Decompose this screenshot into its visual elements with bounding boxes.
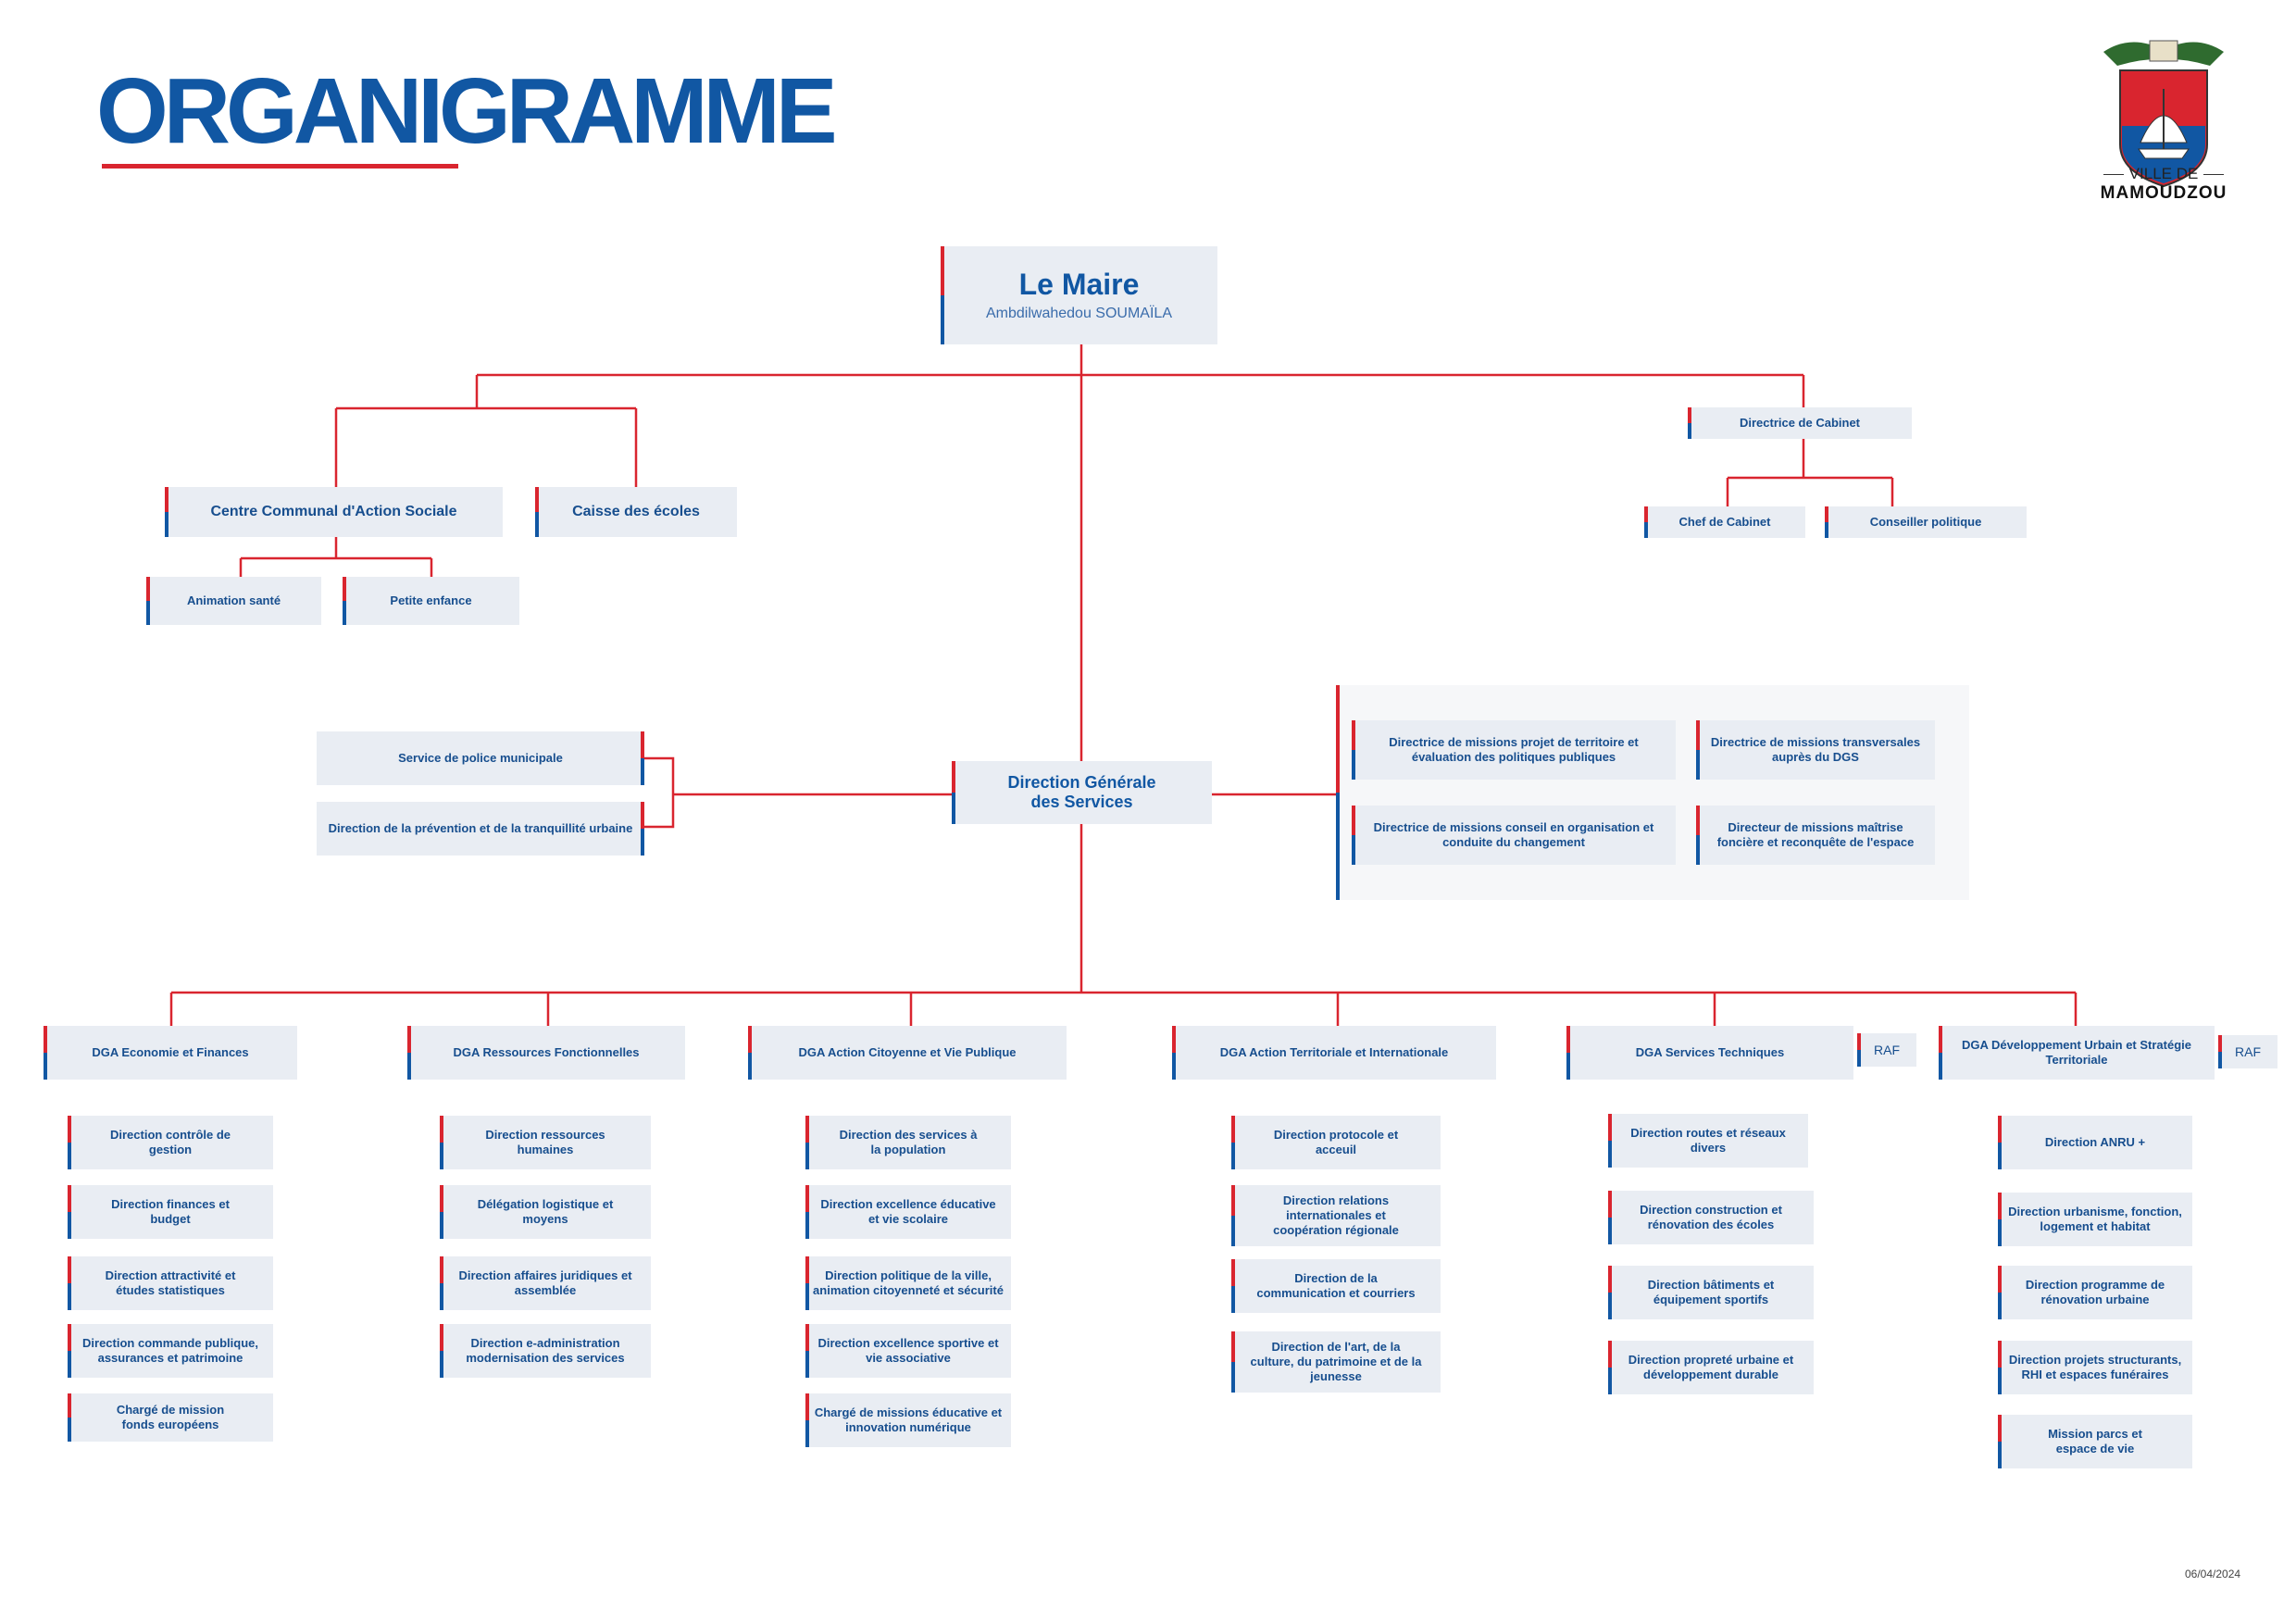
directrice-cabinet-box: Directrice de Cabinet: [1688, 407, 1912, 439]
direction-box: Direction de l'art, de la culture, du pa…: [1231, 1331, 1441, 1393]
direction-box: Direction e-administration modernisation…: [440, 1324, 651, 1378]
police-municipale-box: Service de police municipale: [317, 731, 644, 785]
direction-box: Direction routes et réseaux divers: [1608, 1114, 1808, 1168]
direction-box: Direction contrôle de gestion: [68, 1116, 273, 1169]
direction-box: Direction ANRU +: [1998, 1116, 2192, 1169]
prevention-tranquillite-box: Direction de la prévention et de la tran…: [317, 802, 644, 856]
animation-sante-box: Animation santé: [146, 577, 321, 625]
dgs-box: Direction Générale des Services: [952, 761, 1212, 824]
direction-box: Direction construction et rénovation des…: [1608, 1191, 1814, 1244]
direction-box: Direction finances et budget: [68, 1185, 273, 1239]
direction-box: Direction commande publique, assurances …: [68, 1324, 273, 1378]
direction-box: Direction excellence sportive et vie ass…: [805, 1324, 1011, 1378]
maire-box: Le Maire Ambdilwahedou SOUMAÏLA: [941, 246, 1217, 344]
direction-box: Chargé de mission fonds européens: [68, 1393, 273, 1442]
chef-cabinet-box: Chef de Cabinet: [1644, 506, 1805, 538]
direction-box: Mission parcs et espace de vie: [1998, 1415, 2192, 1468]
dga-box: DGA Ressources Fonctionnelles: [407, 1026, 685, 1080]
direction-box: Direction ressources humaines: [440, 1116, 651, 1169]
direction-box: Direction de la communication et courrie…: [1231, 1259, 1441, 1313]
city-crest-logo: [2103, 40, 2224, 188]
direction-box: Chargé de missions éducative et innovati…: [805, 1393, 1011, 1447]
missions-panel: [1336, 685, 1969, 900]
direction-box: Direction projets structurants, RHI et e…: [1998, 1341, 2192, 1394]
direction-box: Direction attractivité et études statist…: [68, 1256, 273, 1310]
caisse-ecoles-box: Caisse des écoles: [535, 487, 737, 537]
conseiller-politique-box: Conseiller politique: [1825, 506, 2027, 538]
dga-box: DGA Action Citoyenne et Vie Publique: [748, 1026, 1067, 1080]
document-date: 06/04/2024: [2185, 1568, 2241, 1580]
direction-box: Délégation logistique et moyens: [440, 1185, 651, 1239]
direction-box: Direction affaires juridiques et assembl…: [440, 1256, 651, 1310]
mission-box: Directrice de missions projet de territo…: [1352, 720, 1676, 780]
dga-box: DGA Services Techniques: [1566, 1026, 1853, 1080]
title-underline: [102, 164, 458, 169]
mission-box: Directrice de missions transversales aup…: [1696, 720, 1935, 780]
maire-name: Ambdilwahedou SOUMAÏLA: [986, 306, 1172, 321]
direction-box: Direction relations internationales et c…: [1231, 1185, 1441, 1246]
petite-enfance-box: Petite enfance: [343, 577, 519, 625]
direction-box: Direction urbanisme, fonction, logement …: [1998, 1193, 2192, 1246]
logo-city-name: MAMOUDZOU: [2100, 183, 2227, 203]
direction-box: Direction excellence éducative et vie sc…: [805, 1185, 1011, 1239]
mission-box: Directrice de missions conseil en organi…: [1352, 806, 1676, 865]
direction-box: Direction programme de rénovation urbain…: [1998, 1266, 2192, 1319]
dga-box: DGA Economie et Finances: [44, 1026, 297, 1080]
dga-box: DGA Action Territoriale et International…: [1172, 1026, 1496, 1080]
raf-box: RAF: [1857, 1033, 1916, 1067]
direction-box: Direction politique de la ville, animati…: [805, 1256, 1011, 1310]
ccas-box: Centre Communal d'Action Sociale: [165, 487, 503, 537]
direction-box: Direction protocole et acceuil: [1231, 1116, 1441, 1169]
page-title: ORGANIGRAMME: [96, 59, 838, 163]
direction-box: Direction bâtiments et équipement sporti…: [1608, 1266, 1814, 1319]
direction-box: Direction des services à la population: [805, 1116, 1011, 1169]
direction-box: Direction propreté urbaine et développem…: [1608, 1341, 1814, 1394]
logo-tagline: VILLE DE: [2094, 165, 2233, 183]
maire-title: Le Maire: [1018, 268, 1140, 301]
mission-box: Directeur de missions maîtrise foncière …: [1696, 806, 1935, 865]
dga-box: DGA Développement Urbain et Stratégie Te…: [1939, 1026, 2215, 1080]
raf-box: RAF: [2218, 1035, 2277, 1068]
